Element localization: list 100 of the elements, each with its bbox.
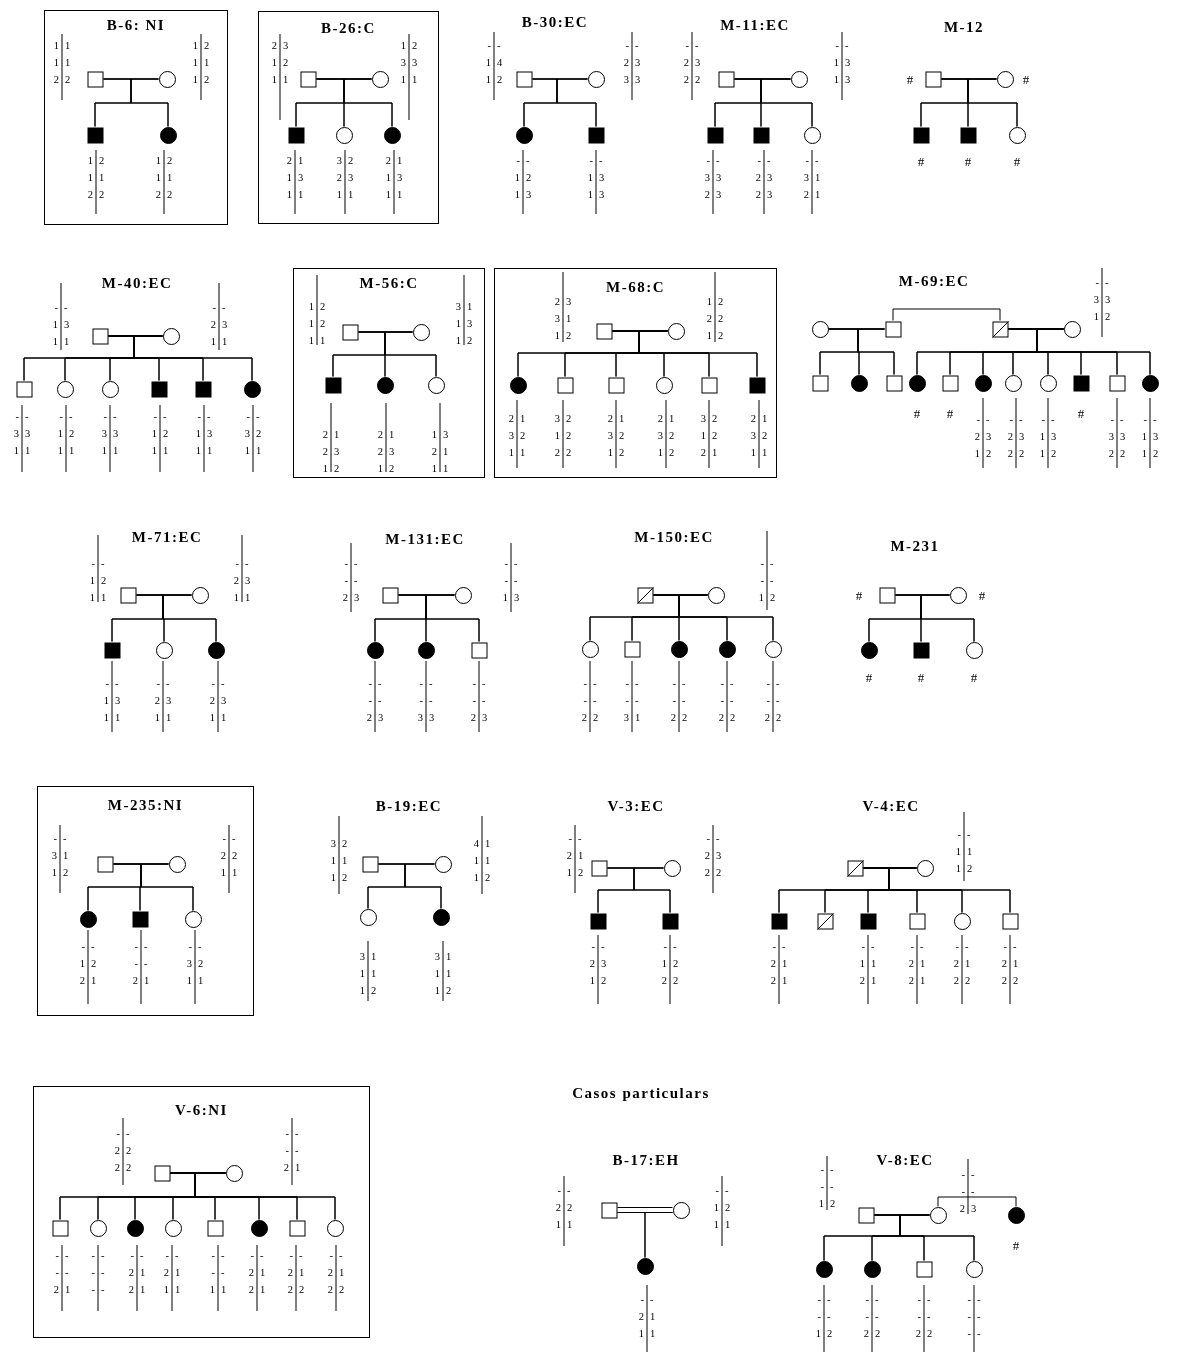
- allele-column: - 3 1: [12, 407, 19, 459]
- allele-column: 2 3 1: [656, 409, 663, 461]
- allele-column: 3 1 1: [443, 425, 450, 477]
- allele-column: - - 3: [378, 674, 385, 726]
- allele-column: 1 1 2: [446, 947, 453, 999]
- pedigree-title: V-8:EC: [876, 1151, 934, 1169]
- allele-column: - - 2: [593, 674, 600, 726]
- allele-column: - 1 2: [63, 829, 70, 881]
- allele-column: - - 1: [817, 1160, 824, 1212]
- allele-column: - 3 3: [599, 151, 606, 203]
- allele-column: 2 1 1: [285, 151, 292, 203]
- allele-column: - 3 2: [802, 151, 809, 203]
- pedigree-frame: [494, 268, 777, 478]
- allele-column: - 3 1: [113, 407, 120, 459]
- pedigree-title: M-40:EC: [101, 274, 173, 292]
- allele-column: - - -: [101, 1246, 108, 1298]
- allele-column: - - 3: [622, 674, 629, 726]
- allele-column: - 2 1: [209, 298, 216, 350]
- allele-column: 3 1 1: [329, 834, 336, 886]
- allele-column: 2 3 1: [606, 409, 613, 461]
- allele-column: - 3 1: [64, 298, 71, 350]
- allele-column: - 3 3: [845, 36, 852, 88]
- descent-line: [133, 335, 253, 381]
- allele-column: - 2 1: [232, 829, 239, 881]
- pedigree-title: M-69:EC: [898, 272, 970, 290]
- allele-column: - 2 1: [637, 1290, 644, 1342]
- pedigree-title: B-17:EH: [612, 1151, 680, 1169]
- allele-column: 3 1 1: [433, 947, 440, 999]
- pedigree-title: B-19:EC: [375, 797, 443, 815]
- allele-column: - - 2: [580, 674, 587, 726]
- allele-column: - - 2: [730, 674, 737, 726]
- allele-column: - - 2: [52, 1246, 59, 1298]
- hash-mark: #: [1013, 154, 1021, 168]
- allele-column: - 2 1: [163, 407, 170, 459]
- allele-column: 3 1 2: [566, 292, 573, 344]
- pedigree-title: M-56:C: [359, 274, 419, 292]
- allele-column: - - 2: [827, 1290, 834, 1342]
- allele-column: 1 2 2: [619, 409, 626, 461]
- descent-line: [760, 78, 813, 127]
- allele-column: 2 1 2: [167, 151, 174, 203]
- pedigree-title: V-6:NI: [175, 1101, 228, 1119]
- allele-column: - 2 1: [973, 410, 980, 462]
- allele-column: - - 3: [429, 674, 436, 726]
- allele-column: 1 3 1: [397, 151, 404, 203]
- allele-column: - - 1: [144, 937, 151, 989]
- descent-line: [556, 78, 597, 127]
- allele-column: 2 2 2: [718, 292, 725, 344]
- allele-column: 1 3 2: [389, 425, 396, 477]
- allele-column: 3 1 2: [699, 409, 706, 461]
- allele-column: 2 3 1: [412, 36, 419, 88]
- hash-mark: #: [917, 670, 925, 684]
- allele-column: - 2 2: [247, 1246, 254, 1298]
- allele-column: - 3 2: [695, 36, 702, 88]
- allele-column: - - 2: [669, 674, 676, 726]
- allele-column: - 2 1: [567, 1181, 574, 1233]
- allele-column: - 2 1: [565, 829, 572, 881]
- allele-column: - - 2: [469, 674, 476, 726]
- allele-column: - 3 1: [245, 554, 252, 606]
- allele-column: - 3 3: [716, 151, 723, 203]
- allele-column: - 1 2: [965, 937, 972, 989]
- hash-mark: #: [1022, 72, 1030, 86]
- allele-column: - 1 1: [56, 407, 63, 459]
- allele-column: - 3 1: [115, 674, 122, 726]
- allele-column: 1 1 1: [191, 36, 198, 88]
- allele-column: - - 3: [971, 1165, 978, 1217]
- allele-column: - 2 2: [907, 937, 914, 989]
- pedigree-title: M-12: [943, 18, 985, 36]
- allele-column: - - 2: [958, 1165, 965, 1217]
- allele-column: - 3 2: [1120, 410, 1127, 462]
- pedigree-frame: [44, 10, 228, 225]
- hash-mark: #: [917, 154, 925, 168]
- allele-column: - - 1: [208, 1246, 215, 1298]
- allele-column: 2 3 1: [348, 151, 355, 203]
- allele-column: 1 1 2: [371, 947, 378, 999]
- allele-column: - 1 1: [140, 1246, 147, 1298]
- pedigree-title: M-231: [890, 537, 940, 555]
- sibling-line: [937, 1196, 1017, 1207]
- allele-column: 1 2 1: [520, 409, 527, 461]
- allele-column: - 2 2: [952, 937, 959, 989]
- allele-column: - 1 2: [78, 937, 85, 989]
- allele-column: - 1 2: [578, 829, 585, 881]
- descent-line: [425, 594, 480, 642]
- allele-column: - 1 1: [88, 554, 95, 606]
- allele-column: - - -: [977, 1290, 984, 1342]
- allele-column: - 2 1: [208, 674, 215, 726]
- allele-column: - 1 1: [782, 937, 789, 989]
- allele-column: 1 3 2: [467, 297, 474, 349]
- allele-column: - - 1: [65, 1246, 72, 1298]
- allele-column: - 3 2: [1107, 410, 1114, 462]
- hash-mark: #: [855, 588, 863, 602]
- allele-column: 2 3 1: [507, 409, 514, 461]
- allele-column: - - 2: [927, 1290, 934, 1342]
- allele-column: - 2 3: [622, 36, 629, 88]
- allele-column: - 3 1: [207, 407, 214, 459]
- descent-line: [404, 863, 442, 909]
- pedigree-frame: [293, 268, 485, 478]
- allele-column: 3 1 2: [553, 409, 560, 461]
- hash-mark: #: [865, 670, 873, 684]
- allele-column: 2 1 2: [342, 834, 349, 886]
- allele-column: - 3 2: [716, 829, 723, 881]
